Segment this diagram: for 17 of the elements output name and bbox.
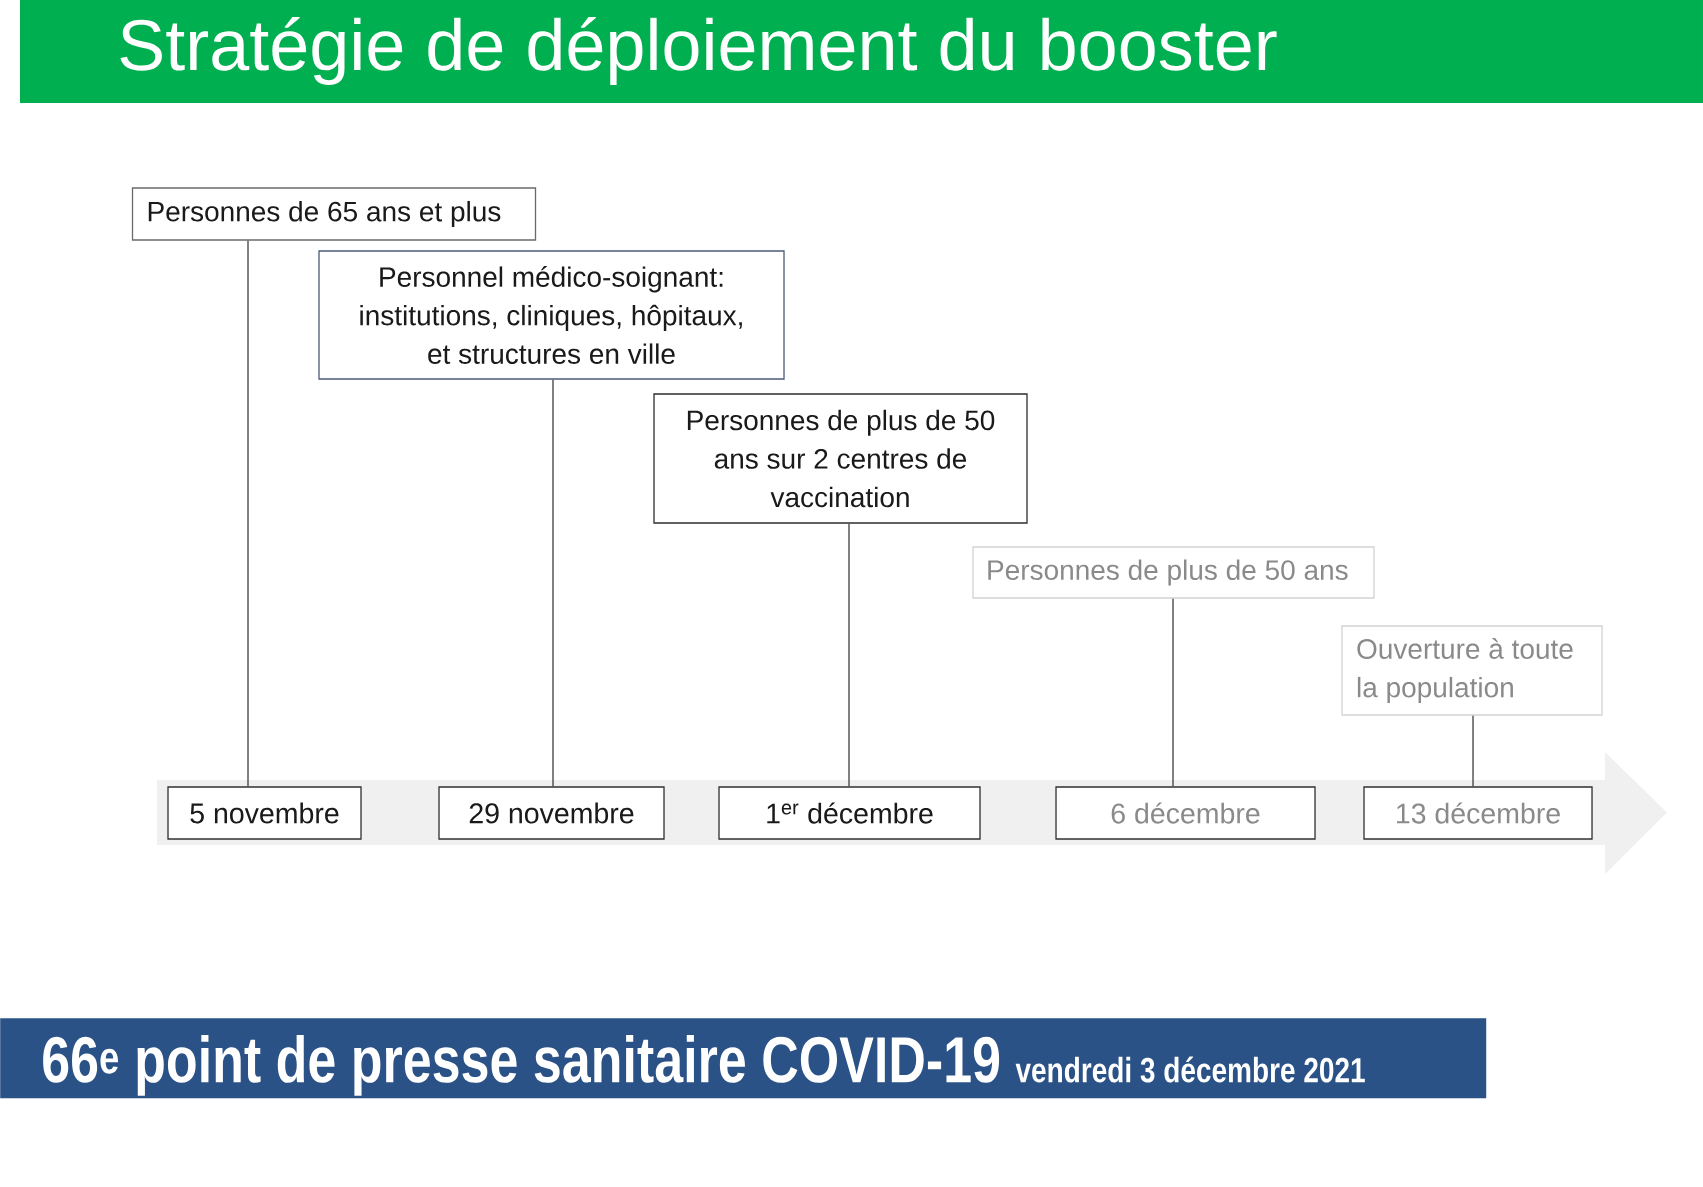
date-box: 1$^{er}$ décembre [718, 786, 981, 840]
audience-box: Personnes de 65 ans et plus [131, 187, 537, 241]
connector-line [552, 379, 554, 787]
footer-banner: 66$^{e}$ point de presse sanitaire COVID-19 vendredi 3 décembre 2021 [0, 1018, 1487, 1099]
date-box: 13 décembre [1363, 786, 1593, 840]
audience-box: Personnes de plus de 50 ans sur 2 centres de vaccination [653, 393, 1028, 524]
audience-box: Personnel médico-soignant: institutions, cliniques, hôpitaux, et structures en ville [318, 250, 785, 380]
connector-line [1172, 598, 1174, 787]
audience-box: Ouverture à toute la population [1341, 625, 1603, 716]
date-box: 5 novembre [167, 786, 362, 840]
title-bar: Stratégie de déploiement du booster [20, 0, 1703, 103]
date-box: 6 décembre [1055, 786, 1316, 840]
connector-line [247, 240, 249, 787]
audience-box: Personnes de plus de 50 ans [972, 546, 1375, 599]
date-box: 29 novembre [438, 786, 665, 840]
connector-line [1472, 715, 1474, 787]
connector-line [848, 523, 850, 787]
